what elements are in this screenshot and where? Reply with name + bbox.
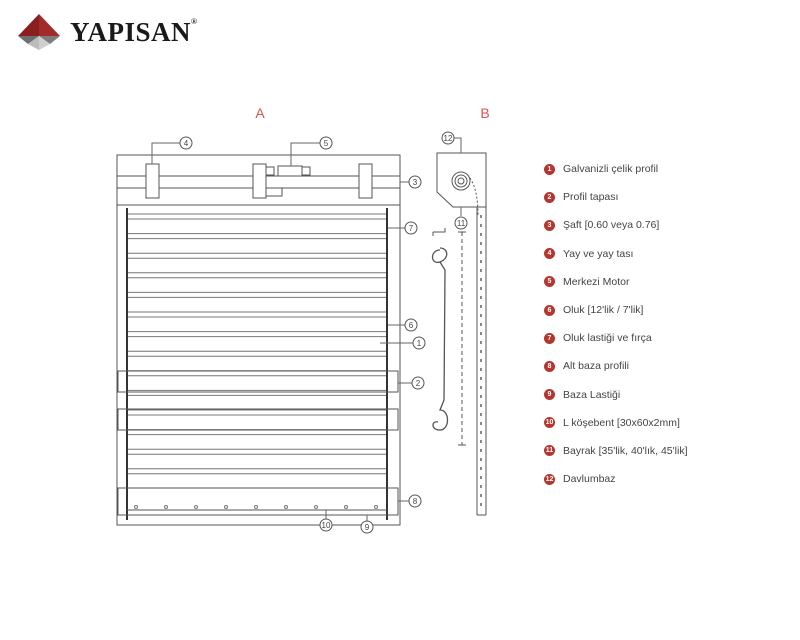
svg-text:12: 12	[444, 134, 453, 143]
legend-number-badge: 4	[544, 248, 555, 260]
callout-10: 10	[319, 518, 333, 532]
bolt-hole	[224, 505, 228, 509]
brand-name: YAPISAN®	[70, 16, 198, 47]
legend-label: Merkezi Motor	[563, 275, 630, 288]
bolt-hole	[164, 505, 168, 509]
legend-item: 1 Galvanizli çelik profil	[544, 155, 687, 183]
spring-block	[145, 163, 160, 199]
legend-item: 2 Profil tapası	[544, 183, 687, 211]
callout-1: 1	[412, 336, 426, 350]
legend-label: Oluk [12'lik / 7'lik]	[563, 304, 644, 317]
profile-cap	[117, 408, 399, 431]
legend-label: Oluk lastiği ve fırça	[563, 332, 652, 345]
legend-label: Şaft [0.60 veya 0.76]	[563, 219, 660, 232]
legend-number-badge: 11	[544, 445, 555, 457]
svg-text:6: 6	[409, 321, 414, 330]
legend-label: Bayrak [35'lik, 40'lık, 45'lik]	[563, 444, 688, 457]
front-view-a	[116, 154, 401, 526]
legend-item: 8 Alt baza profili	[544, 352, 687, 380]
callout-11: 11	[454, 216, 468, 230]
legend-item: 10 L köşebent [30x60x2mm]	[544, 409, 687, 437]
legend-item: 6 Oluk [12'lik / 7'lik]	[544, 296, 687, 324]
legend-label: Yay ve yay tası	[563, 247, 634, 260]
svg-text:7: 7	[409, 224, 414, 233]
legend-item: 11 Bayrak [35'lik, 40'lık, 45'lik]	[544, 437, 687, 465]
side-view-b	[431, 152, 487, 516]
legend-item: 9 Baza Lastiği	[544, 381, 687, 409]
callout-8: 8	[408, 494, 422, 508]
legend-item: 7 Oluk lastiği ve fırça	[544, 324, 687, 352]
legend-label: L köşebent [30x60x2mm]	[563, 416, 680, 429]
callout-12: 12	[441, 131, 455, 145]
svg-text:9: 9	[365, 523, 370, 532]
legend-number-badge: 10	[544, 417, 555, 429]
callout-5: 5	[319, 136, 333, 150]
bolt-hole	[194, 505, 198, 509]
callout-2: 2	[411, 376, 425, 390]
spring-block	[358, 163, 373, 199]
logo-pyramid-icon	[18, 14, 60, 50]
legend-item: 12 Davlumbaz	[544, 465, 687, 493]
legend-number-badge: 6	[544, 304, 555, 316]
callout-6: 6	[404, 318, 418, 332]
legend-item: 3 Şaft [0.60 veya 0.76]	[544, 211, 687, 239]
bolt-hole	[284, 505, 288, 509]
legend-label: Profil tapası	[563, 191, 619, 204]
svg-text:4: 4	[184, 139, 189, 148]
profile-cap	[117, 370, 399, 393]
legend-number-badge: 2	[544, 191, 555, 203]
callout-9: 9	[360, 520, 374, 534]
callout-4: 4	[179, 136, 193, 150]
legend-number-badge: 1	[544, 163, 555, 175]
svg-text:11: 11	[457, 219, 466, 228]
svg-text:1: 1	[417, 339, 422, 348]
view-b-label: B	[480, 105, 489, 121]
svg-text:5: 5	[324, 139, 329, 148]
legend-number-badge: 3	[544, 219, 555, 231]
legend-number-badge: 7	[544, 332, 555, 344]
svg-text:8: 8	[413, 497, 418, 506]
legend-label: Baza Lastiği	[563, 388, 621, 401]
legend-label: Alt baza profili	[563, 360, 629, 373]
view-a-label: A	[255, 105, 265, 121]
svg-text:10: 10	[322, 521, 331, 530]
legend-item: 4 Yay ve yay tası	[544, 240, 687, 268]
legend-number-badge: 8	[544, 360, 555, 372]
svg-text:3: 3	[413, 178, 418, 187]
legend-label: Galvanizli çelik profil	[563, 163, 659, 176]
bolt-hole	[314, 505, 318, 509]
legend-number-badge: 12	[544, 473, 555, 485]
svg-text:2: 2	[416, 379, 421, 388]
motor-block	[252, 163, 267, 199]
callout-7: 7	[404, 221, 418, 235]
legend-number-badge: 9	[544, 389, 555, 401]
legend-item: 5 Merkezi Motor	[544, 268, 687, 296]
legend-label: Davlumbaz	[563, 473, 616, 486]
bottom-profile	[117, 487, 399, 516]
bolt-hole	[374, 505, 378, 509]
bolt-hole	[134, 505, 138, 509]
bolt-hole	[344, 505, 348, 509]
callout-3: 3	[408, 175, 422, 189]
brand-logo: YAPISAN®	[16, 12, 198, 52]
legend-number-badge: 5	[544, 276, 555, 288]
bolt-hole	[254, 505, 258, 509]
